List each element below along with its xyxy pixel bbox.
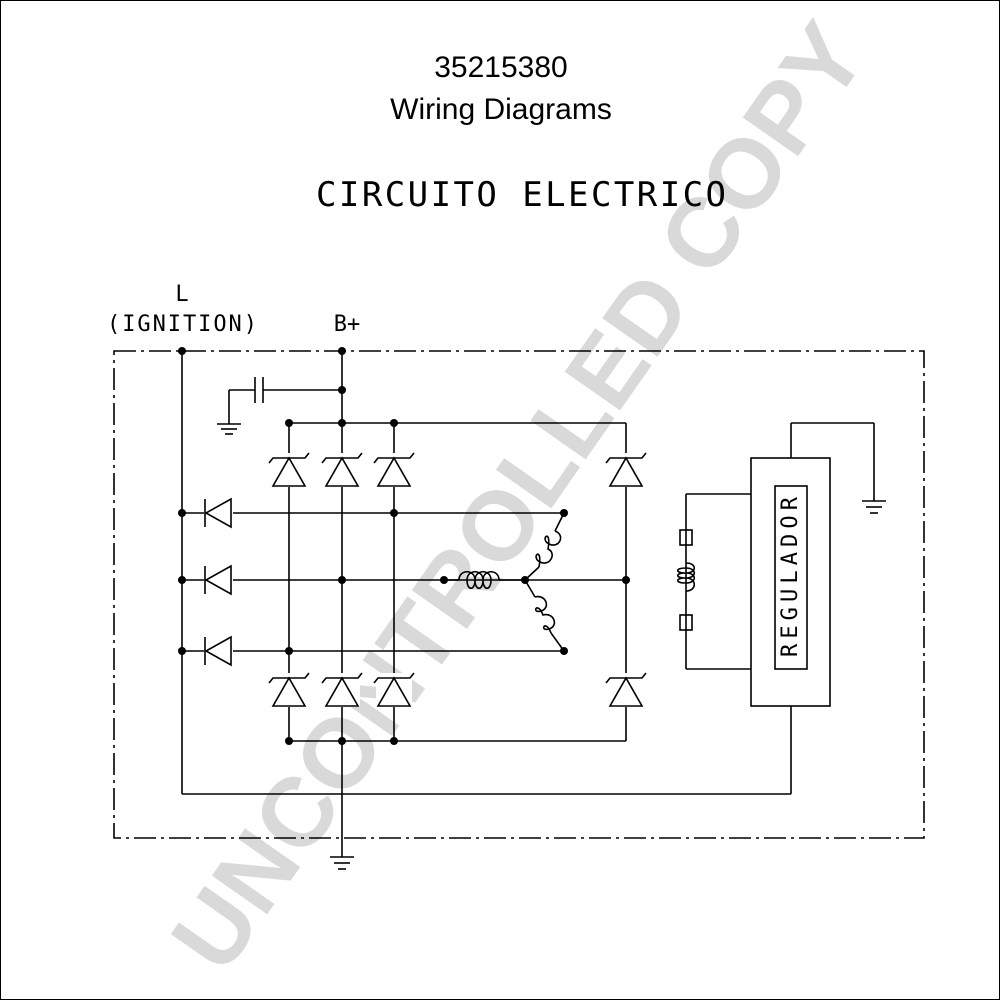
diode-icon [204, 497, 232, 529]
regulator-label: REGULADOR [778, 496, 803, 657]
regulator-inner-box [774, 485, 808, 670]
zener-diode-icon [268, 672, 310, 707]
zener-diode-icon [321, 452, 363, 487]
terminal-l-label: L [175, 282, 188, 307]
zener-diode-icon [373, 452, 415, 487]
zener-diode-icon [373, 672, 415, 707]
watermark: UNCONTROLLED COPY [150, 3, 887, 989]
zener-diode-icon [605, 452, 647, 487]
part-number: 35215380 [434, 51, 568, 84]
zener-diode-icon [268, 452, 310, 487]
ground-icon [217, 423, 241, 435]
ground-icon [862, 500, 886, 514]
document-title: Wiring Diagrams [390, 93, 612, 126]
junction-dots [178, 347, 630, 745]
terminal-bplus-label: B+ [334, 312, 361, 337]
diode-icon [204, 635, 232, 667]
diode-icon [204, 564, 232, 596]
circuit-subtitle: CIRCUITO ELECTRICO [316, 175, 726, 215]
zener-diode-icon [321, 672, 363, 707]
ground-icon [330, 856, 354, 870]
alternator-enclosure [113, 350, 925, 839]
regulator-box [750, 457, 831, 707]
rotor-field-icon [676, 529, 696, 631]
zener-diode-icon [605, 672, 647, 707]
stator-coil-icon [524, 579, 565, 652]
ignition-label: (IGNITION) [107, 312, 257, 337]
